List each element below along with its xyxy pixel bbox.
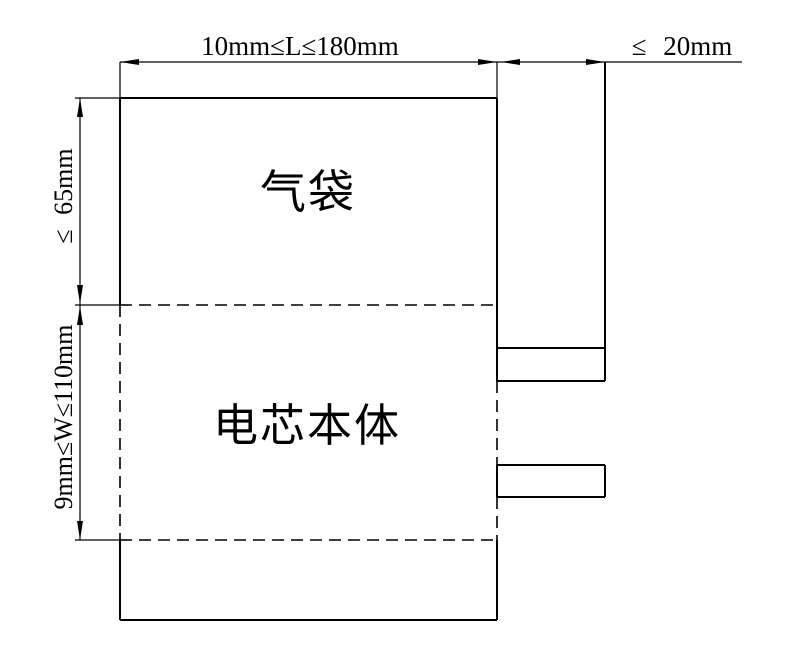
cell-body-dashed-outline — [119, 304, 498, 541]
dimension-lines — [75, 61, 742, 541]
gas-bag-region-label: 气袋 — [260, 167, 356, 218]
pouch-outline — [119, 97, 498, 621]
gasbag-dim-top-arrow — [77, 98, 83, 117]
width-dim-top-arrow — [77, 306, 83, 325]
length-dimension-label: 10mm≤L≤180mm — [201, 31, 399, 61]
width-dim-bottom-arrow — [77, 521, 83, 540]
length-dim-left-arrow — [120, 59, 139, 65]
tab-dim-right-arrow — [586, 59, 605, 65]
length-dim-right-arrow — [478, 59, 497, 65]
tab-width-dimension-label: ≤ 20mm — [631, 31, 733, 61]
cell-body-region-label: 电芯本体 — [212, 401, 401, 451]
gasbag-dim-bottom-arrow — [77, 285, 83, 304]
body-width-dimension-label: 9mm≤W≤110mm — [49, 324, 78, 510]
tab-region-outline — [496, 62, 606, 498]
gas-bag-height-dimension-label: ≤ 65mm — [49, 148, 78, 244]
dimension-arrows — [77, 59, 605, 540]
tab-dim-left-arrow — [501, 59, 520, 65]
